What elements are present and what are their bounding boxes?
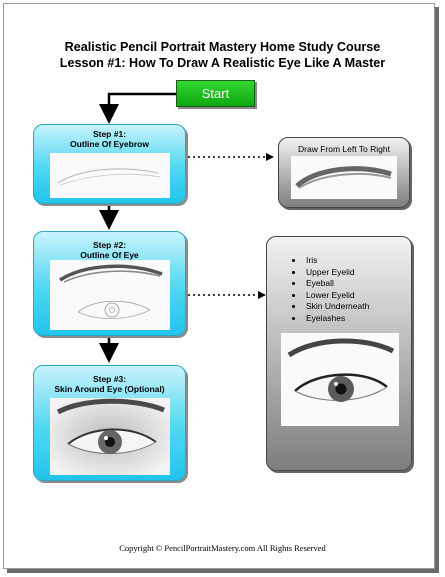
step-3-number: Step #3: xyxy=(92,374,127,384)
list-item: Eyelashes xyxy=(304,313,369,325)
realistic-eye-image xyxy=(281,333,399,426)
eyebrow-outline-image xyxy=(50,153,170,198)
step-3-name: Skin Around Eye (Optional) xyxy=(54,384,165,394)
list-item: Eyeball xyxy=(304,278,369,290)
title-line-1: Realistic Pencil Portrait Mastery Home S… xyxy=(64,40,381,54)
list-item: Upper Eyelid xyxy=(304,267,369,279)
copyright-footer: Copyright © PencilPortraitMastery.com Al… xyxy=(119,543,326,553)
eye-skin-image xyxy=(50,398,170,475)
eye-outline-image xyxy=(50,260,170,330)
step-2-box: Step #2: Outline Of Eye xyxy=(33,231,186,336)
note-1-title: Draw From Left To Right xyxy=(298,144,390,154)
step-1-number: Step #1: xyxy=(92,129,127,139)
eyebrow-shaded-image xyxy=(291,156,397,199)
step-2-name: Outline Of Eye xyxy=(80,250,139,260)
arrow-start-to-step1 xyxy=(99,92,176,124)
list-item: Skin Underneath xyxy=(304,301,369,313)
step-1-name: Outline Of Eyebrow xyxy=(70,139,149,149)
note-eye-parts xyxy=(266,236,412,471)
step-2-number: Step #2: xyxy=(92,240,127,250)
title-line-2: Lesson #1: How To Draw A Realistic Eye L… xyxy=(59,56,386,70)
start-button[interactable]: Start xyxy=(176,80,255,107)
eye-parts-list: Iris Upper Eyelid Eyeball Lower Eyelid S… xyxy=(290,255,369,325)
list-item: Lower Eyelid xyxy=(304,290,369,302)
step-3-box: Step #3: Skin Around Eye (Optional) xyxy=(33,365,186,481)
step-1-box: Step #1: Outline Of Eyebrow xyxy=(33,124,186,204)
list-item: Iris xyxy=(304,255,369,267)
page-title: Realistic Pencil Portrait Mastery Home S… xyxy=(0,39,445,71)
note-draw-direction: Draw From Left To Right xyxy=(278,137,410,208)
